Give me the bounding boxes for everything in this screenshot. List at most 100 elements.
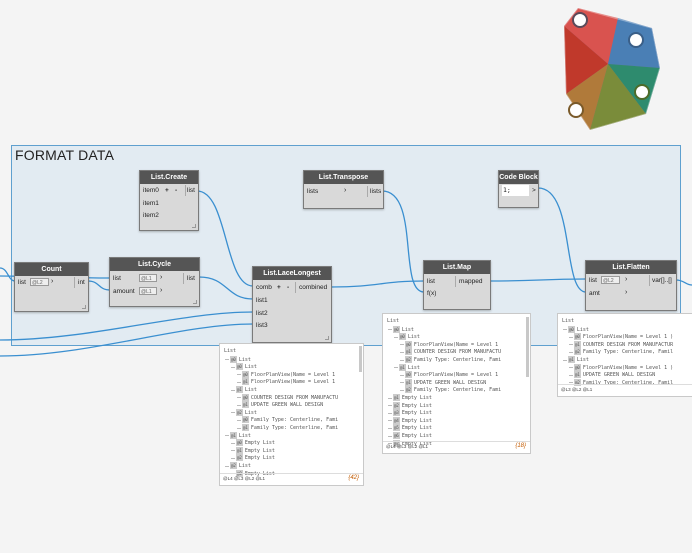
list-index: @1: [405, 348, 412, 356]
list-item-text: List: [238, 463, 251, 469]
add-input-button[interactable]: +: [165, 187, 169, 194]
tree-connector: [569, 351, 573, 353]
tree-connector: [388, 397, 392, 399]
port-divider: [185, 185, 186, 196]
preview-scrollbar[interactable]: [359, 346, 362, 372]
chevron-right-icon[interactable]: ›: [344, 187, 347, 194]
code-editor[interactable]: 1;: [502, 185, 529, 196]
group-title: FORMAT DATA: [15, 147, 115, 163]
level-selector[interactable]: @L1: [139, 274, 157, 282]
node-list-lace-longest[interactable]: List.LaceLongest comb + - combined list1…: [252, 266, 332, 343]
resize-grip-icon[interactable]: [82, 305, 86, 309]
port-lists-in[interactable]: lists: [307, 188, 319, 195]
port-combined[interactable]: combined: [299, 284, 328, 291]
list-item-text: Family Type: Centerline, Famil: [582, 349, 674, 356]
port-item2[interactable]: item2: [143, 212, 159, 219]
chevron-right-icon[interactable]: ›: [51, 278, 54, 285]
tree-connector: [388, 412, 392, 414]
tree-connector: [569, 336, 573, 338]
list-levels[interactable]: @L3 @L2 @L1: [561, 387, 593, 392]
port-list[interactable]: list: [589, 277, 597, 284]
port-list[interactable]: list: [18, 279, 26, 286]
list-levels[interactable]: @L4 @L3 @L2 @L1: [386, 444, 429, 449]
add-input-button[interactable]: +: [277, 284, 281, 291]
node-title: List.Transpose: [304, 171, 383, 184]
port-lists-out[interactable]: lists: [370, 188, 382, 195]
list-levels[interactable]: @L4 @L3 @L2 @L1: [223, 476, 266, 481]
port-list[interactable]: list: [113, 275, 121, 282]
port-int[interactable]: int: [78, 279, 85, 286]
port-list-out[interactable]: list: [187, 187, 195, 194]
port-amount[interactable]: amount: [113, 288, 135, 295]
port-list3[interactable]: list3: [256, 322, 268, 329]
resize-grip-icon[interactable]: [325, 336, 329, 340]
resize-grip-icon[interactable]: [192, 224, 196, 228]
list-item-text: FloorPlanView(Name = Level 1 ): [582, 364, 674, 371]
node-list-map[interactable]: List.Map list f(x) mapped: [423, 260, 491, 310]
port-item0[interactable]: item0: [143, 187, 159, 194]
port-fx[interactable]: f(x): [427, 290, 437, 297]
chevron-right-icon[interactable]: ›: [625, 276, 628, 283]
port-mapped[interactable]: mapped: [459, 278, 483, 285]
level-selector[interactable]: @L2: [601, 276, 620, 284]
tree-connector: [237, 427, 241, 429]
tree-connector: [388, 427, 392, 429]
port-list-out[interactable]: list: [187, 275, 195, 282]
list-item-text: FloorPlanView(Name = Level 1: [413, 372, 499, 379]
port-list[interactable]: list: [427, 278, 435, 285]
list-index: @6: [393, 432, 400, 439]
node-list-create[interactable]: List.Create item0 + - list item1 item2: [139, 170, 199, 231]
level-selector[interactable]: @L2: [30, 278, 49, 286]
node-code-block[interactable]: Code Block 1; >: [498, 170, 539, 208]
list-item-text: List: [238, 356, 251, 363]
port-item1[interactable]: item1: [143, 200, 159, 207]
list-index: @2: [574, 348, 581, 356]
chevron-right-icon[interactable]: ›: [625, 289, 628, 296]
port-comb[interactable]: comb: [256, 284, 272, 291]
list-index: @0: [242, 393, 249, 401]
chevron-right-icon[interactable]: ›: [160, 274, 163, 281]
chevron-right-icon[interactable]: ›: [160, 287, 163, 294]
preview-scrollbar[interactable]: [526, 317, 529, 377]
list-item-text: FloorPlanView(Name = Level 1: [250, 371, 336, 378]
list-index: @2: [236, 408, 243, 416]
tree-connector: [394, 367, 398, 369]
tree-connector: [569, 374, 573, 376]
port-var-out[interactable]: var[]..[]: [652, 277, 672, 284]
tree-connector: [237, 404, 241, 406]
node-list-transpose[interactable]: List.Transpose lists › lists: [303, 170, 384, 209]
list-item-text: List: [387, 318, 400, 324]
list-item-text: UPDATE GREEN WALL DESIGN: [413, 379, 487, 386]
remove-input-button[interactable]: -: [175, 187, 178, 194]
resize-grip-icon[interactable]: [193, 300, 197, 304]
port-out[interactable]: >: [532, 187, 536, 194]
node-list-flatten[interactable]: List.Flatten list @L2 › amt › var[]..[]: [585, 260, 677, 311]
remove-input-button[interactable]: -: [287, 284, 290, 291]
tree-connector: [400, 351, 404, 353]
node-list-cycle[interactable]: List.Cycle list @L1 › amount @L1 › list: [109, 257, 200, 307]
list-index: @1: [574, 371, 581, 379]
port-amt[interactable]: amt: [589, 290, 600, 297]
node-count[interactable]: Count list @L2 › int: [14, 262, 89, 312]
port-list1[interactable]: list1: [256, 297, 268, 304]
tree-connector: [569, 382, 573, 384]
list-item-text: Empty List: [401, 410, 432, 417]
level-selector[interactable]: @L1: [139, 287, 157, 295]
port-list2[interactable]: list2: [256, 310, 268, 317]
